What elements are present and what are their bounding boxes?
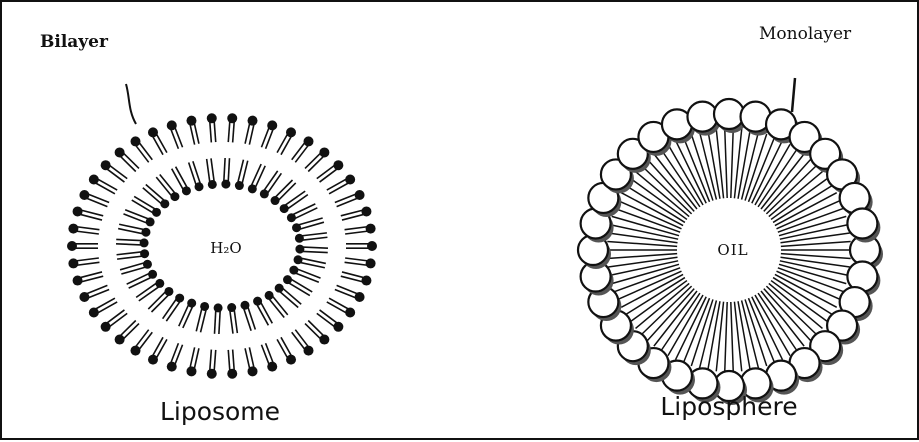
bilayer-lipid-outer <box>327 174 355 193</box>
bilayer-lipid-inner <box>116 238 149 247</box>
bilayer-lipid-outer <box>207 350 217 379</box>
bilayer-lipid-outer <box>346 241 377 251</box>
bilayer-lipid-inner <box>295 233 328 243</box>
bilayer-lipid-outer <box>305 147 329 171</box>
bilayer-lipid-inner <box>120 260 152 274</box>
bilayer-lipid-outer <box>186 116 198 145</box>
bilayer-lipid-outer <box>167 120 183 148</box>
monolayer-pointer-line <box>792 78 795 112</box>
bilayer-lipid-outer <box>277 127 296 154</box>
bilayer-lipid-inner <box>240 301 255 331</box>
bilayer-lipid-inner <box>253 297 272 326</box>
bilayer-lipid-outer <box>245 347 257 376</box>
bilayer-lipid-outer <box>207 113 217 142</box>
bilayer-lipid-inner <box>289 266 320 283</box>
bilayer-lipid-inner <box>248 164 265 193</box>
liposome-caption: Liposome <box>160 397 280 426</box>
bilayer-lipid-outer <box>68 258 99 268</box>
bilayer-lipid-outer <box>79 190 109 207</box>
bilayer-lipid-outer <box>341 272 372 286</box>
bilayer-lipid-inner <box>117 249 150 259</box>
bilayer-lipid-outer <box>73 272 104 286</box>
liposphere-core-label: OIL <box>717 241 748 259</box>
bilayer-lipid-outer <box>115 147 139 171</box>
bilayer-lipid-inner <box>214 303 223 334</box>
bilayer-lipid-outer <box>341 206 372 220</box>
bilayer-label: Bilayer <box>40 32 108 52</box>
bilayer-lipid-inner <box>123 210 154 227</box>
bilayer-lipid-inner <box>179 299 196 328</box>
bilayer-lipid-inner <box>294 255 326 267</box>
bilayer-lipid-outer <box>317 310 344 332</box>
bilayer-lipid-inner <box>207 158 217 189</box>
bilayer-lipid-outer <box>186 347 198 376</box>
bilayer-lipid-inner <box>118 224 150 236</box>
bilayer-lipid-outer <box>89 298 117 317</box>
bilayer-lipid-outer <box>227 113 237 142</box>
monolayer-lipid-head <box>847 208 880 242</box>
bilayer-lipid-outer <box>67 241 98 251</box>
bilayer-lipid-inner <box>292 218 324 232</box>
bilayer-lipid-outer <box>277 337 296 364</box>
liposome-core-label: H₂O <box>210 239 241 257</box>
bilayer-lipid-inner <box>196 302 209 332</box>
bilayer-lipid-outer <box>68 224 99 234</box>
bilayer-lipid-outer <box>335 285 365 302</box>
bilayer-lipid-outer <box>79 285 109 302</box>
bilayer-lipid-outer <box>317 160 344 182</box>
bilayer-lipid-inner <box>189 161 204 191</box>
bilayer-lipid-outer <box>148 337 167 364</box>
bilayer-lipid-outer <box>327 298 355 317</box>
bilayer-lipid-outer <box>167 343 183 371</box>
bilayer-lipid-outer <box>345 224 376 234</box>
bilayer-lipid-outer <box>101 160 128 182</box>
bilayer-lipid-inner <box>235 160 248 190</box>
bilayer-lipid-outer <box>305 321 329 345</box>
bilayer-lipid-inner <box>227 303 237 334</box>
bilayer-lipid-outer <box>292 136 314 162</box>
bilayer-lipid-outer <box>148 127 167 154</box>
bilayer-pointer-line <box>126 84 136 124</box>
bilayer-lipid-outer <box>345 258 376 268</box>
bilayer-lipid-outer <box>73 206 104 220</box>
bilayer-lipid-outer <box>261 120 277 148</box>
bilayer-lipid-inner <box>295 245 328 254</box>
bilayer-lipid-outer <box>335 190 365 207</box>
bilayer-lipid-outer <box>227 350 237 379</box>
bilayer-lipid-outer <box>130 136 152 162</box>
bilayer-lipid-inner <box>221 158 230 189</box>
bilayer-lipid-outer <box>115 321 139 345</box>
liposphere-caption: Liposphere <box>660 392 797 421</box>
bilayer-lipid-outer <box>245 116 257 145</box>
bilayer-lipid-outer <box>130 330 152 356</box>
bilayer-lipid-outer <box>292 330 314 356</box>
bilayer-lipid-outer <box>89 174 117 193</box>
bilayer-lipid-outer <box>261 343 277 371</box>
monolayer-label: Monolayer <box>759 24 851 44</box>
bilayer-lipid-inner <box>172 167 191 196</box>
bilayer-lipid-outer <box>101 310 128 332</box>
